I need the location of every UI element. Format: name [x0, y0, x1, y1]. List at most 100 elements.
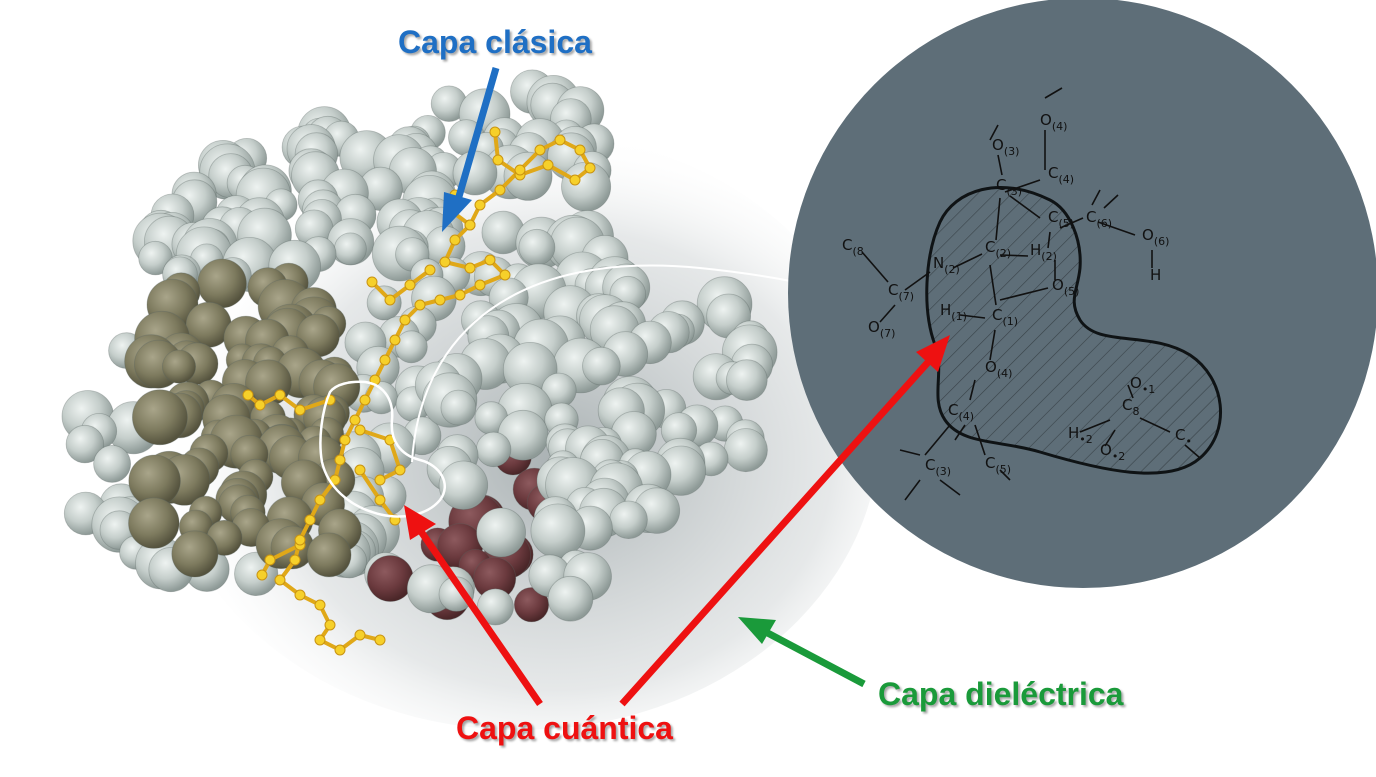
inset-bond	[1091, 189, 1101, 206]
protein-atom-sphere	[475, 431, 512, 468]
inset-quantum-region	[925, 185, 1222, 475]
ligand-atom	[334, 454, 346, 466]
inset-bond	[974, 424, 986, 456]
inset-bond	[1103, 194, 1119, 209]
inset-bond	[1097, 221, 1136, 236]
inset-bond-lines	[861, 87, 1201, 501]
protein-atom-sphere	[161, 349, 196, 384]
protein-atom-sphere	[128, 497, 180, 549]
inset-bond	[879, 304, 896, 323]
inset-bond	[1079, 419, 1111, 433]
ligand-atom	[394, 464, 406, 476]
protein-atom-sphere	[333, 232, 367, 266]
ligand-atom	[314, 599, 326, 611]
inset-bond	[1044, 87, 1063, 99]
inset-bond	[1004, 179, 1041, 193]
inset-bond	[999, 469, 1011, 481]
protein-atom-sphere	[131, 389, 188, 446]
dielectric-arrow-shaft	[760, 626, 866, 688]
classical-arrow-shaft	[454, 67, 500, 201]
protein-atom-sphere	[582, 346, 621, 386]
inset-bond	[1184, 444, 1201, 459]
protein-atom-sphere	[394, 330, 428, 364]
protein-atom-sphere	[530, 503, 586, 559]
protein-atom-sphere	[723, 428, 768, 473]
inset-bond	[989, 264, 997, 306]
protein-surface-front	[406, 359, 768, 626]
ligand-atom	[314, 634, 326, 646]
classical-layer-label: Capa clásica	[398, 24, 592, 60]
protein-atom-sphere	[93, 444, 131, 483]
ligand-atom	[424, 264, 436, 276]
protein-atom-sphere	[171, 530, 219, 578]
quantum-arrow-left-shaft	[417, 528, 543, 706]
ligand-atom	[399, 314, 411, 326]
inset-bond	[989, 329, 996, 361]
ligand-atom	[554, 134, 566, 146]
ligand-atom	[294, 589, 306, 601]
ligand-atom	[454, 289, 466, 301]
protein-atom-sphere	[65, 424, 105, 464]
inset-bond	[1139, 417, 1171, 433]
ligand-atom	[289, 554, 301, 566]
protein-atom-sphere	[513, 587, 550, 623]
inset-bond	[1104, 429, 1116, 447]
ligand-atom	[374, 634, 386, 646]
ligand-atom	[464, 219, 476, 231]
inset-bond	[989, 124, 999, 141]
inset-bond	[954, 424, 966, 441]
quantum-region-outline	[319, 380, 446, 518]
ligand-atom	[439, 256, 451, 268]
ligand-atom	[534, 144, 546, 156]
inset-bond	[1009, 195, 1041, 219]
ligand-atom	[354, 629, 366, 641]
inset-bond	[924, 424, 951, 456]
ligand-atom	[314, 494, 326, 506]
ligand-atom	[324, 619, 336, 631]
ligand-atom	[474, 199, 486, 211]
ligand-atom	[334, 644, 346, 656]
ligand-atom	[384, 294, 396, 306]
dielectric-arrow-head	[738, 617, 776, 644]
inset-atom-label: O•2	[1100, 441, 1125, 463]
quantum-arrow-right-head	[916, 335, 950, 372]
inset-circle	[788, 0, 1376, 588]
quantum-layer-label: Capa cuántica	[456, 710, 673, 746]
ligand-bond	[269, 543, 301, 562]
ligand-atom	[242, 389, 254, 401]
inset-bond	[969, 379, 976, 401]
protein-atom-sphere	[476, 588, 514, 626]
ligand-atom	[304, 514, 316, 526]
protein-atom-sphere	[366, 285, 402, 321]
ligand-atom	[354, 464, 366, 476]
ligand-atom	[264, 554, 276, 566]
quantum-arrow-right-shaft	[619, 357, 933, 707]
ligand-atom	[499, 269, 511, 281]
inset-bond	[939, 479, 961, 496]
ligand-atom	[492, 154, 504, 166]
protein-atom-sphere	[197, 258, 247, 309]
ligand-atom	[389, 334, 401, 346]
ligand-atom	[294, 404, 306, 416]
ligand-atom	[254, 399, 266, 411]
ligand-atom	[484, 254, 496, 266]
protein-atom-sphere	[518, 228, 556, 266]
ligand-atom	[274, 389, 286, 401]
ligand-atom	[404, 279, 416, 291]
inset-bond	[959, 314, 986, 319]
inset-bond	[904, 271, 931, 291]
inset-bond	[904, 479, 921, 501]
ligand-atom	[374, 494, 386, 506]
ligand-atom	[542, 159, 554, 171]
classical-arrow-head	[442, 192, 472, 232]
protein-atom-sphere	[503, 151, 553, 201]
ligand-atom	[294, 534, 306, 546]
ligand-atom	[434, 294, 446, 306]
ligand-atom	[474, 279, 486, 291]
inset-bond	[995, 197, 1001, 241]
ligand-atom	[514, 164, 526, 176]
ligand-atom	[274, 574, 286, 586]
ligand-atom	[354, 424, 366, 436]
